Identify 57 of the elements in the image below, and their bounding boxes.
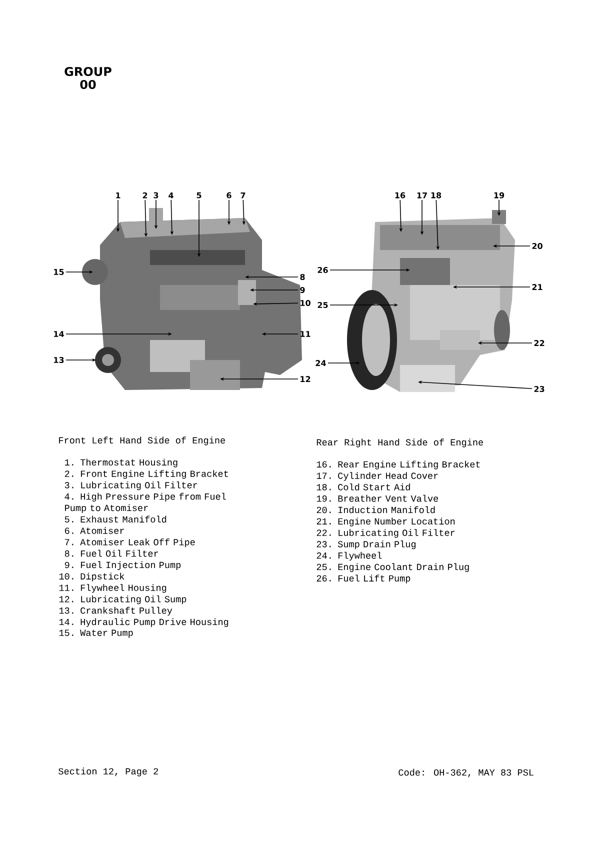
callout-number: 4 <box>168 192 174 198</box>
callout-number: 9 <box>300 286 305 294</box>
list-item: 21. Engine Number Location <box>316 518 455 526</box>
callout-number: 16 <box>395 192 406 198</box>
callout-number: 2 <box>142 192 148 198</box>
callout-number: 7 <box>240 192 246 198</box>
callout-number: 15 <box>54 269 64 275</box>
callout-number: 23 <box>534 386 544 392</box>
list-item: 14. Hydraulic Pump Drive Housing <box>59 618 228 627</box>
callout-number: 25 <box>318 302 328 308</box>
group-heading: GROUP 00 <box>64 66 112 90</box>
callout-number: 6 <box>226 192 232 198</box>
list-item: 2. Front Engine Lifting Bracket <box>64 470 228 479</box>
list-item: 24. Flywheel <box>316 552 382 561</box>
callout-number: 14 <box>54 331 64 337</box>
callout-number: 13 <box>54 356 64 364</box>
list-item: 13. Crankshaft Pulley <box>59 606 172 616</box>
list-item: 12. Lubricating Oil Sump <box>59 596 186 604</box>
callout-number: 5 <box>196 192 202 198</box>
callout-number: 12 <box>300 376 310 382</box>
callout-number: 21 <box>532 284 542 290</box>
list-item: 10. Dipstick <box>59 572 124 582</box>
list-item: 1. Thermostat Housing <box>64 458 178 468</box>
callout-number: 17 <box>417 192 427 198</box>
document-code: Code: OH-362, MAY 83 PSL <box>398 768 534 778</box>
list-item: 9. Fuel Injection Pump <box>64 561 181 570</box>
list-item: 11. Flywheel Housing <box>59 584 166 593</box>
list-item: 26. Fuel Lift Pump <box>316 574 410 584</box>
page-reference: Section 12, Page 2 <box>58 768 158 776</box>
list-item: 8. Fuel Oil Filter <box>64 550 158 557</box>
list-item: 18. Cold Start Aid <box>316 484 410 490</box>
list-item: 3. Lubricating Oil Filter <box>64 482 198 490</box>
list-item: 16. Rear Engine Lifting Bracket <box>316 460 480 470</box>
callout-number: 20 <box>532 242 542 250</box>
list-item: 7. Atomiser Leak Off Pipe <box>65 538 195 548</box>
list-item: 20. Induction Manifold <box>316 506 435 514</box>
callout-number: 3 <box>154 192 158 198</box>
list-item: 19. Breather Vent Valve <box>316 494 438 502</box>
callout-number: 11 <box>300 331 310 337</box>
list-item: 5. Exhaust Manifold <box>64 516 166 523</box>
list-heading: Front Left Hand Side of Engine <box>59 436 225 446</box>
callout-number: 1 <box>116 192 120 198</box>
list-item: 23. Sump Drain Plug <box>316 540 416 550</box>
callout-number: 22 <box>534 340 544 346</box>
list-item: 17. Cylinder Head Cover <box>316 472 438 481</box>
list-item: 6. Atomiser <box>65 527 124 534</box>
callout-number: 19 <box>494 192 504 198</box>
list-item: 4. High Pressure Pipe from Fuel Pump to Atomiser <box>64 492 226 513</box>
list-heading: Rear Right Hand Side of Engine <box>316 438 483 448</box>
list-item: 15. Water Pump <box>59 630 133 638</box>
callout-number: 26 <box>318 266 328 274</box>
callout-number: 10 <box>300 300 310 306</box>
list-item: 25. Engine Coolant Drain Plug <box>316 563 469 572</box>
callout-number: 8 <box>300 274 305 280</box>
list-item: 22. Lubricating Oil Filter <box>316 529 455 538</box>
callout-number: 24 <box>316 360 326 366</box>
callout-number: 18 <box>431 192 442 198</box>
